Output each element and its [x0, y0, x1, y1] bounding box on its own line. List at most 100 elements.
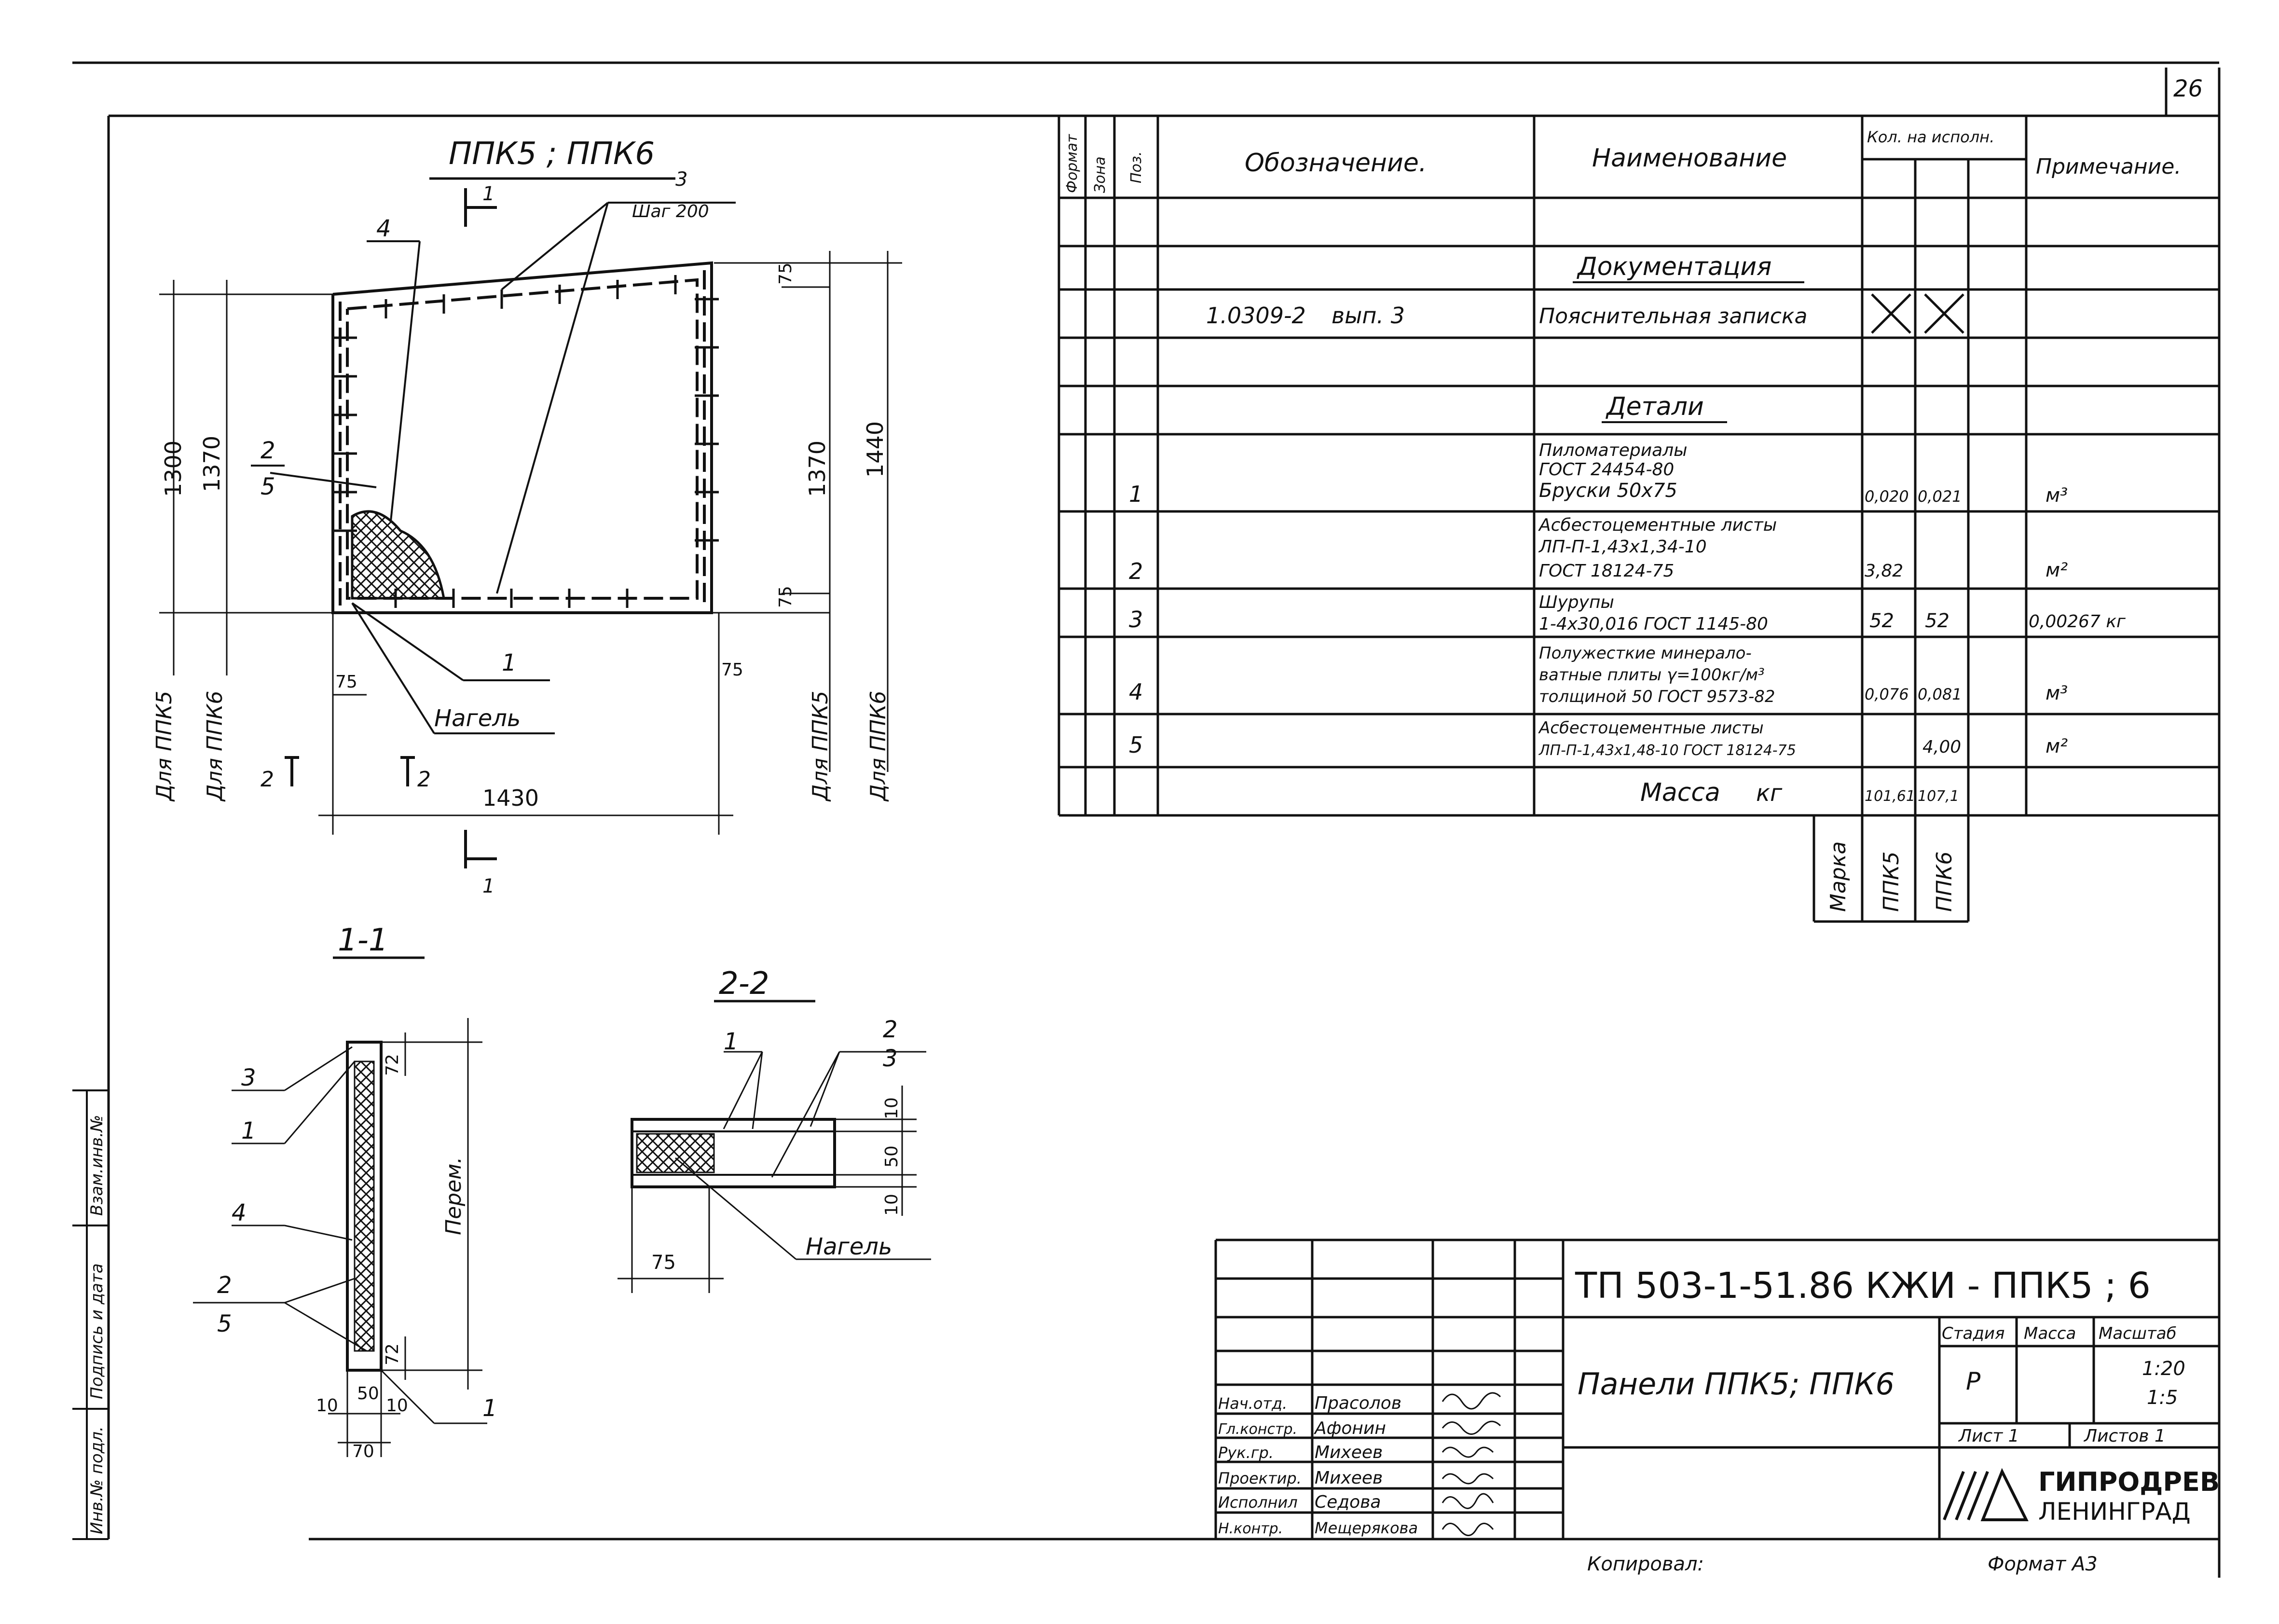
view-title: ППК5 ; ППК6	[449, 136, 655, 172]
dim-75: 75	[721, 660, 743, 680]
insulation-hatch	[351, 510, 445, 600]
nagel-label: Нагель	[434, 705, 521, 732]
section-cut-label: 1	[482, 875, 494, 897]
dim-10: 10	[316, 1396, 338, 1416]
row-qty-ppk6: 52	[1925, 610, 1950, 632]
step-label: Шаг 200	[632, 202, 709, 221]
signature-marks	[1442, 1392, 1501, 1536]
staff-name: Михеев	[1315, 1443, 1383, 1462]
section-details: Детали	[1606, 392, 1704, 421]
callout-3: 3	[675, 168, 687, 191]
dim-1440: 1440	[862, 421, 888, 478]
for-ppk5-label: Для ППК5	[808, 691, 833, 802]
callout-3: 3	[883, 1045, 898, 1072]
page-number: 26	[2173, 75, 2203, 102]
callout-4: 4	[376, 215, 391, 242]
callout-4: 4	[232, 1199, 247, 1226]
row-pos: 4	[1129, 679, 1143, 705]
mass-ppk5: 101,61	[1865, 788, 1915, 805]
format-label: Формат А3	[1988, 1553, 2098, 1575]
staff-name: Афонин	[1314, 1418, 1386, 1438]
side-stamp	[72, 1089, 109, 1540]
staff-name: Седова	[1315, 1492, 1381, 1512]
dim-10: 10	[882, 1194, 902, 1216]
company-name: ГИПРОДРЕВ	[2038, 1467, 2220, 1497]
section-docs: Документация	[1577, 252, 1771, 281]
section-2-2: 2-2 1 2 3 Нагель 10 50 10	[618, 966, 931, 1293]
row-name: Асбестоцементные листы	[1538, 718, 1764, 738]
callout-3: 3	[241, 1064, 256, 1091]
dim-75: 75	[651, 1252, 676, 1274]
staff-role: Нач.отд.	[1218, 1394, 1287, 1413]
mass-ppk6: 107,1	[1918, 788, 1959, 805]
title-block-grid	[1214, 1239, 2219, 1539]
row-pos: 3	[1129, 606, 1143, 633]
section-body	[631, 1118, 836, 1188]
staff-role: Исполнил	[1218, 1493, 1298, 1512]
stage-label: Стадия	[1942, 1324, 2004, 1343]
row-note: 0,00267 кг	[2029, 612, 2126, 632]
spec-table-grid	[1057, 116, 2219, 923]
dim-70: 70	[352, 1442, 374, 1461]
spec-table: Формат Зона Поз. Обозначение. Наименован…	[1057, 116, 2219, 923]
section-cut-label: 1	[482, 183, 494, 205]
dim-1300: 1300	[160, 440, 186, 497]
nagel-label: Нагель	[806, 1233, 892, 1260]
section-cut-label: 2	[417, 767, 431, 792]
row-qty-ppk5: 0,020	[1865, 487, 1909, 506]
company-logo-icon	[1943, 1468, 2029, 1521]
row-qty-ppk5: 52	[1869, 610, 1894, 632]
row-qty-ppk6: 0,021	[1918, 487, 1962, 506]
row-name: ЛП-П-1,43х1,34-10	[1538, 537, 1707, 557]
section-marker-1	[464, 188, 497, 868]
header-name: Наименование	[1592, 144, 1787, 173]
for-ppk6-label: Для ППК6	[866, 691, 891, 802]
dim-72: 72	[383, 1054, 402, 1076]
header-note: Примечание.	[2036, 154, 2181, 179]
row-name: 1-4х30,016 ГОСТ 1145-80	[1539, 614, 1768, 634]
for-ppk5-label: Для ППК5	[152, 691, 177, 802]
row-name: толщиной 50 ГОСТ 9573-82	[1539, 687, 1775, 706]
dim-10: 10	[882, 1097, 902, 1119]
panel-plan-view: ППК5 ; ППК6	[152, 136, 902, 897]
header-zone: Зона	[1092, 156, 1109, 193]
callout-1: 1	[502, 649, 517, 676]
section-dims	[193, 1018, 487, 1457]
row-pos: 2	[1129, 558, 1143, 584]
row-name: Полужесткие минерало-	[1539, 644, 1752, 663]
section-hatch	[354, 1060, 375, 1352]
copied-label: Копировал:	[1587, 1553, 1704, 1575]
dim-75: 75	[776, 262, 796, 285]
row-name: Бруски 50х75	[1539, 480, 1677, 502]
screw-marks	[333, 275, 719, 608]
sheet-count: Листов 1	[2083, 1426, 2166, 1446]
row-qty-ppk6: 4,00	[1922, 737, 1961, 757]
leaders	[270, 202, 736, 734]
header-qty: Кол. на исполн.	[1867, 128, 1994, 146]
view-title: 1-1	[338, 922, 388, 958]
row-qty-ppk5: 0,076	[1865, 685, 1909, 703]
mass-label: Масса	[1640, 778, 1720, 807]
row-note: м³	[2046, 484, 2068, 507]
title-block: ТП 503-1-51.86 КЖИ - ППК5 ; 6 Панели ППК…	[1214, 1239, 2220, 1575]
stage-value: Р	[1966, 1367, 1981, 1395]
scale-2: 1:5	[2147, 1387, 2178, 1409]
doc-designation: 1.0309-2	[1206, 303, 1306, 329]
row-name: ГОСТ 18124-75	[1539, 561, 1674, 581]
staff-role: Гл.констр.	[1218, 1421, 1297, 1438]
perem-label: Перем.	[441, 1157, 466, 1235]
staff-role: Рук.гр.	[1218, 1444, 1274, 1462]
staff-name: Михеев	[1315, 1468, 1383, 1488]
scale-1: 1:20	[2142, 1358, 2185, 1380]
staff-name: Прасолов	[1315, 1393, 1401, 1413]
doc-issue: вып. 3	[1332, 303, 1405, 329]
callout-2: 2	[883, 1016, 898, 1043]
dimension-lines	[159, 251, 902, 835]
row-name: ГОСТ 24454-80	[1539, 460, 1674, 480]
row-name: Пиломатериалы	[1539, 440, 1688, 460]
marka-ppk6: ППК6	[1932, 852, 1957, 912]
mass-unit: кг	[1756, 780, 1783, 807]
marka-label: Марка	[1826, 841, 1851, 912]
row-name: ватные плиты γ=100кг/м³	[1539, 665, 1765, 685]
section-1-1: 1-1 3 1 4 2 5	[193, 922, 497, 1461]
